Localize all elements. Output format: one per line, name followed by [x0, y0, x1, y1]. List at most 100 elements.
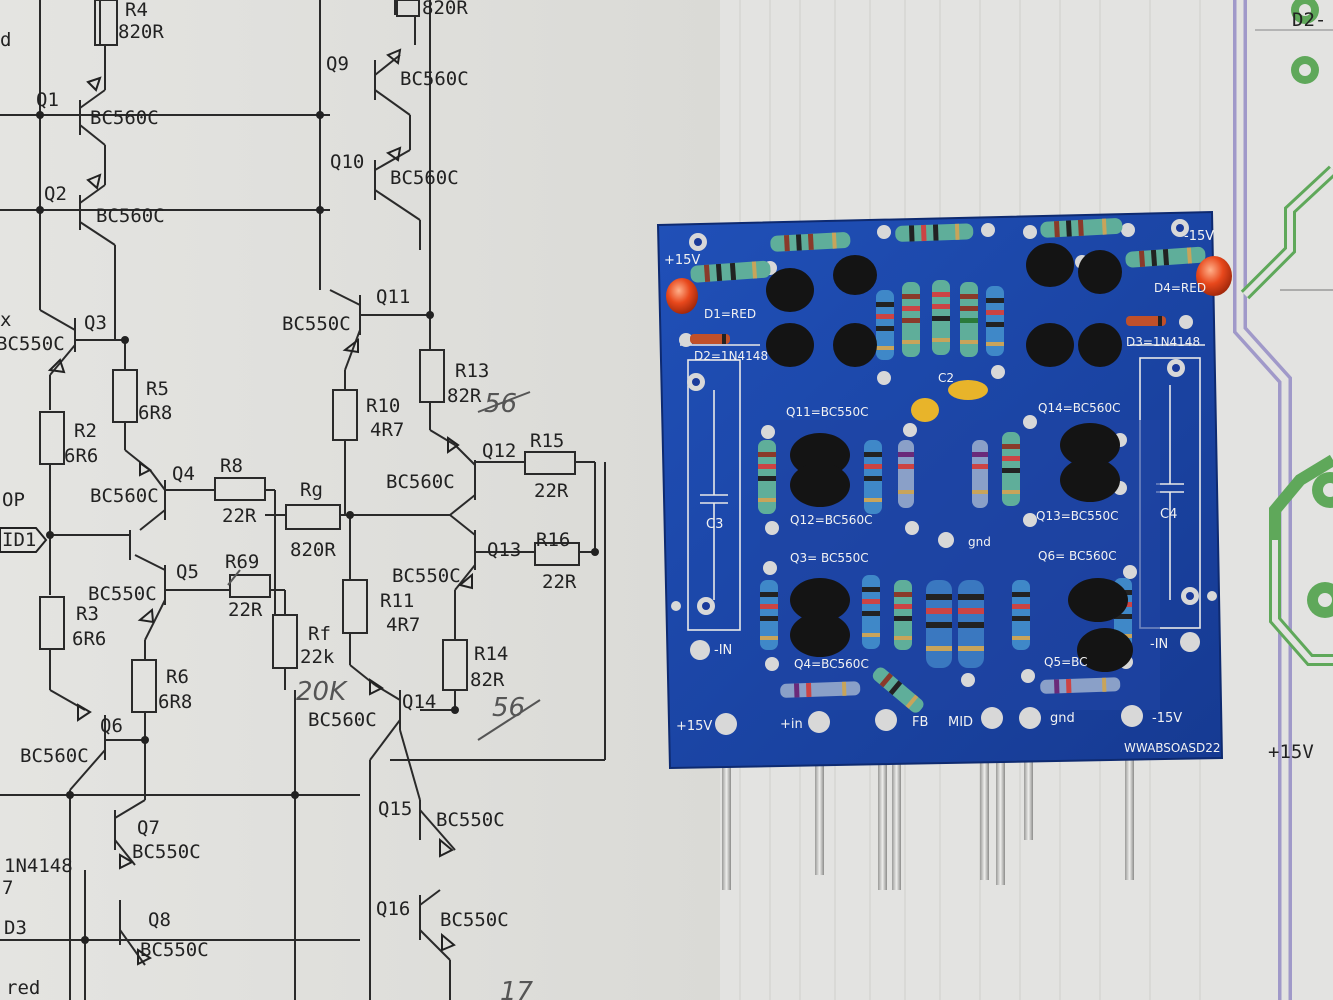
schematic-arrows [47, 48, 473, 966]
silk-minus-in-left: -IN [714, 643, 732, 658]
label-r11-value: 4R7 [386, 614, 420, 636]
label-q11-type: BC550C [282, 313, 351, 335]
label-q2-type: BC560C [96, 205, 165, 227]
silk-q14: Q14=BC560C [1038, 401, 1120, 415]
pcb-silkscreen: +15V -15V D1=RED D2=1N4148 D4=RED D3=1N4… [664, 229, 1221, 755]
pcb-capacitors [911, 380, 988, 422]
label-q12: Q12 [482, 440, 516, 462]
label-q9: Q9 [326, 53, 349, 75]
label-rf: Rf [308, 623, 331, 645]
label-q8-type: BC550C [140, 939, 209, 961]
label-q4: Q4 [172, 463, 195, 485]
label-r15-value: 22R [534, 480, 569, 502]
label-d3: D3 [4, 917, 27, 939]
silk-minus15-bottom: -15V [1152, 711, 1182, 726]
label-rf-value: 22k [300, 646, 335, 668]
pcb-transistors [766, 243, 1133, 672]
label-r8: R8 [220, 455, 243, 477]
silk-d3: D3=1N4148 [1126, 335, 1200, 349]
label-r69: R69 [225, 551, 259, 573]
label-id1: ID1 [2, 529, 36, 551]
right-label-15v: +15V [1268, 741, 1314, 763]
schematic-labels: R4 820R 820R Q1 BC560C Q9 BC560C Q2 BC56… [0, 0, 577, 999]
silk-q6: Q6= BC560C [1038, 549, 1117, 563]
label-r5: R5 [146, 378, 169, 400]
label-r8-value: 22R [222, 505, 257, 527]
label-q8: Q8 [148, 909, 171, 931]
label-q16-type: BC550C [440, 909, 509, 931]
label-r6-value: 6R8 [158, 691, 192, 713]
label-r14-value: 82R [470, 669, 505, 691]
label-r10: R10 [366, 395, 400, 417]
silk-d4: D4=RED [1154, 281, 1206, 295]
handwritten-notes: 20K 56 56 17 [227, 389, 541, 1000]
label-r10-value: 4R7 [370, 419, 404, 441]
label-d1-type: 1N4148 [4, 855, 73, 877]
label-r13: R13 [455, 360, 489, 382]
label-r11: R11 [380, 590, 414, 612]
label-op: OP [2, 489, 25, 511]
label-q10: Q10 [330, 151, 364, 173]
label-r4-value: 820R [118, 21, 164, 43]
label-r69-value: 22R [228, 599, 263, 621]
silk-q13: Q13=BC550C [1036, 509, 1118, 523]
label-q15-type: BC550C [436, 809, 505, 831]
label-q9-type: BC560C [400, 68, 469, 90]
label-q6-type: BC560C [20, 745, 89, 767]
label-q6: Q6 [100, 715, 123, 737]
net-flag-shape [0, 527, 48, 553]
label-q11: Q11 [376, 286, 410, 308]
label-q13-type: BC550C [392, 565, 461, 587]
label-q10-type: BC560C [390, 167, 459, 189]
label-q16: Q16 [376, 898, 410, 920]
schematic-resistors [39, 0, 580, 713]
pcb-resistors [690, 218, 1206, 713]
label-rg: Rg [300, 479, 323, 501]
right-label-d2: D2- [1292, 9, 1326, 31]
label-q1: Q1 [36, 89, 59, 111]
silk-gnd-mid: gnd [968, 535, 991, 549]
silk-fb: FB [912, 715, 928, 730]
label-r15: R15 [530, 430, 564, 452]
label-q1-type: BC560C [90, 107, 159, 129]
label-q7-type: BC550C [132, 841, 201, 863]
silk-plus-in: +in [780, 717, 803, 732]
label-q5-type: BC550C [88, 583, 157, 605]
silk-gnd-bottom: gnd [1050, 711, 1075, 726]
silk-q4: Q4=BC560C [794, 657, 869, 671]
label-q4-type: BC560C [90, 485, 159, 507]
silk-c3: C3 [706, 517, 723, 532]
label-r5-value: 6R8 [138, 402, 172, 424]
silk-q5: Q5=BC [1044, 655, 1088, 669]
label-q5: Q5 [176, 561, 199, 583]
label-r16: R16 [536, 529, 570, 551]
label-q14: Q14 [402, 691, 436, 713]
silk-d2: D2=1N4148 [694, 349, 768, 363]
schematic-junctions [36, 111, 599, 944]
label-q3: Q3 [84, 312, 107, 334]
note-17: 17 [500, 977, 534, 1000]
label-q3-type: BC550C [0, 333, 65, 355]
right-layout-print [1233, 0, 1333, 1000]
silk-c2: C2 [938, 371, 954, 385]
silk-mid: MID [948, 715, 973, 730]
pcb-diodes [690, 316, 1166, 344]
silk-q3: Q3= BC550C [790, 551, 869, 565]
label-r3: R3 [76, 603, 99, 625]
label-seven-edge: 7 [2, 877, 13, 899]
silk-minus15-top: -15V [1184, 229, 1214, 244]
label-q7: Q7 [137, 817, 160, 839]
label-r20-value: 820R [422, 0, 468, 19]
label-rg-value: 820R [290, 539, 336, 561]
silk-c4: C4 [1160, 507, 1177, 522]
pcb-leds [666, 256, 1232, 314]
silk-d1: D1=RED [704, 307, 756, 321]
label-q13: Q13 [487, 539, 521, 561]
label-q2: Q2 [44, 183, 67, 205]
label-d-edge: d [0, 29, 11, 51]
pcb-pads [671, 219, 1217, 687]
silk-q11: Q11=BC550C [786, 405, 868, 419]
silk-board-id: WWABSOASD22 [1124, 741, 1221, 755]
schematic-wiring [0, 0, 606, 1000]
